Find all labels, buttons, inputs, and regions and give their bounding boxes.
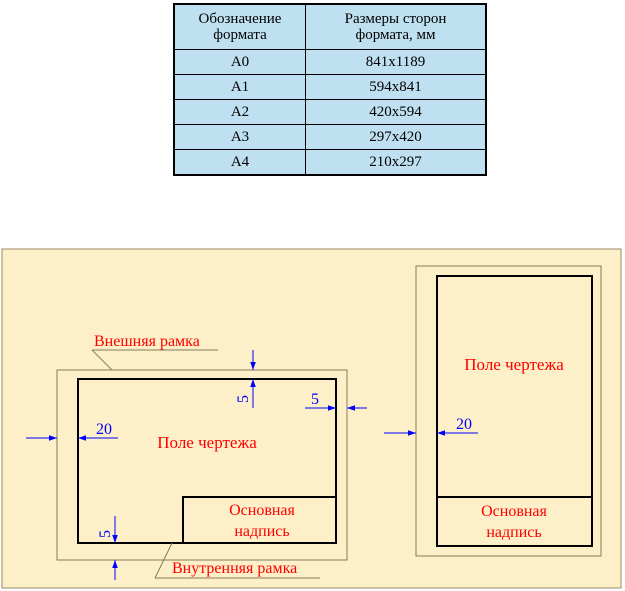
outer-frame-portrait (415, 265, 602, 557)
table-row: A1 594x841 (173, 74, 487, 100)
size-cell: 420x594 (305, 99, 487, 125)
dimension-label-portrait: 20 (456, 416, 472, 433)
dimension-label-top: 5 (235, 395, 252, 403)
diagram-background (1, 248, 622, 589)
drawing-field-label-portrait: Поле чертежа (464, 355, 564, 374)
title-block-landscape (182, 496, 336, 543)
outer-frame-leader (91, 349, 113, 371)
size-cell: 297x420 (305, 124, 487, 150)
outer-frame-landscape (56, 369, 348, 561)
table-row: A4 210x297 (173, 149, 487, 176)
format-cell: A4 (173, 149, 306, 176)
header-sheet-size: Размеры сторон формата, мм (305, 3, 487, 50)
size-cell: 210x297 (305, 149, 487, 176)
inner-frame-portrait (436, 275, 593, 547)
inner-frame-leader (154, 542, 173, 579)
title-block-label: Основная (229, 502, 295, 519)
size-cell: 841x1189 (305, 49, 487, 75)
header-format-designation: Обозначение формата (173, 3, 306, 50)
format-cell: A0 (173, 49, 306, 75)
format-cell: A2 (173, 99, 306, 125)
header-line: Размеры сторон (344, 11, 447, 27)
size-cell: 594x841 (305, 74, 487, 100)
title-block-label-portrait: надпись (486, 524, 541, 541)
header-line: Обозначение (198, 11, 282, 27)
format-cell: A3 (173, 124, 306, 150)
format-cell: A1 (173, 74, 306, 100)
dimension-label-left: 20 (96, 421, 112, 438)
title-block-label-portrait: Основная (481, 503, 547, 520)
table-row: A2 420x594 (173, 99, 487, 125)
drawing-field-label: Поле чертежа (157, 433, 257, 452)
table-header-row: Обозначение формата Размеры сторон форма… (173, 3, 487, 50)
table-row: A0 841x1189 (173, 49, 487, 75)
header-line: формата (213, 27, 267, 43)
dimension-label-bottom: 5 (97, 530, 114, 538)
table-row: A3 297x420 (173, 124, 487, 150)
header-line: формата, мм (355, 27, 436, 43)
dimension-label-right: 5 (311, 391, 319, 408)
format-table: Обозначение формата Размеры сторон форма… (173, 3, 487, 176)
outer-frame-label: Внешняя рамка (94, 333, 200, 350)
inner-frame-landscape (77, 378, 337, 544)
frame-diagram: Внешняя рамка Поле чертежа Основная надп… (1, 248, 622, 589)
inner-frame-label: Внутренняя рамка (172, 560, 297, 577)
title-block-label: надпись (234, 523, 289, 540)
